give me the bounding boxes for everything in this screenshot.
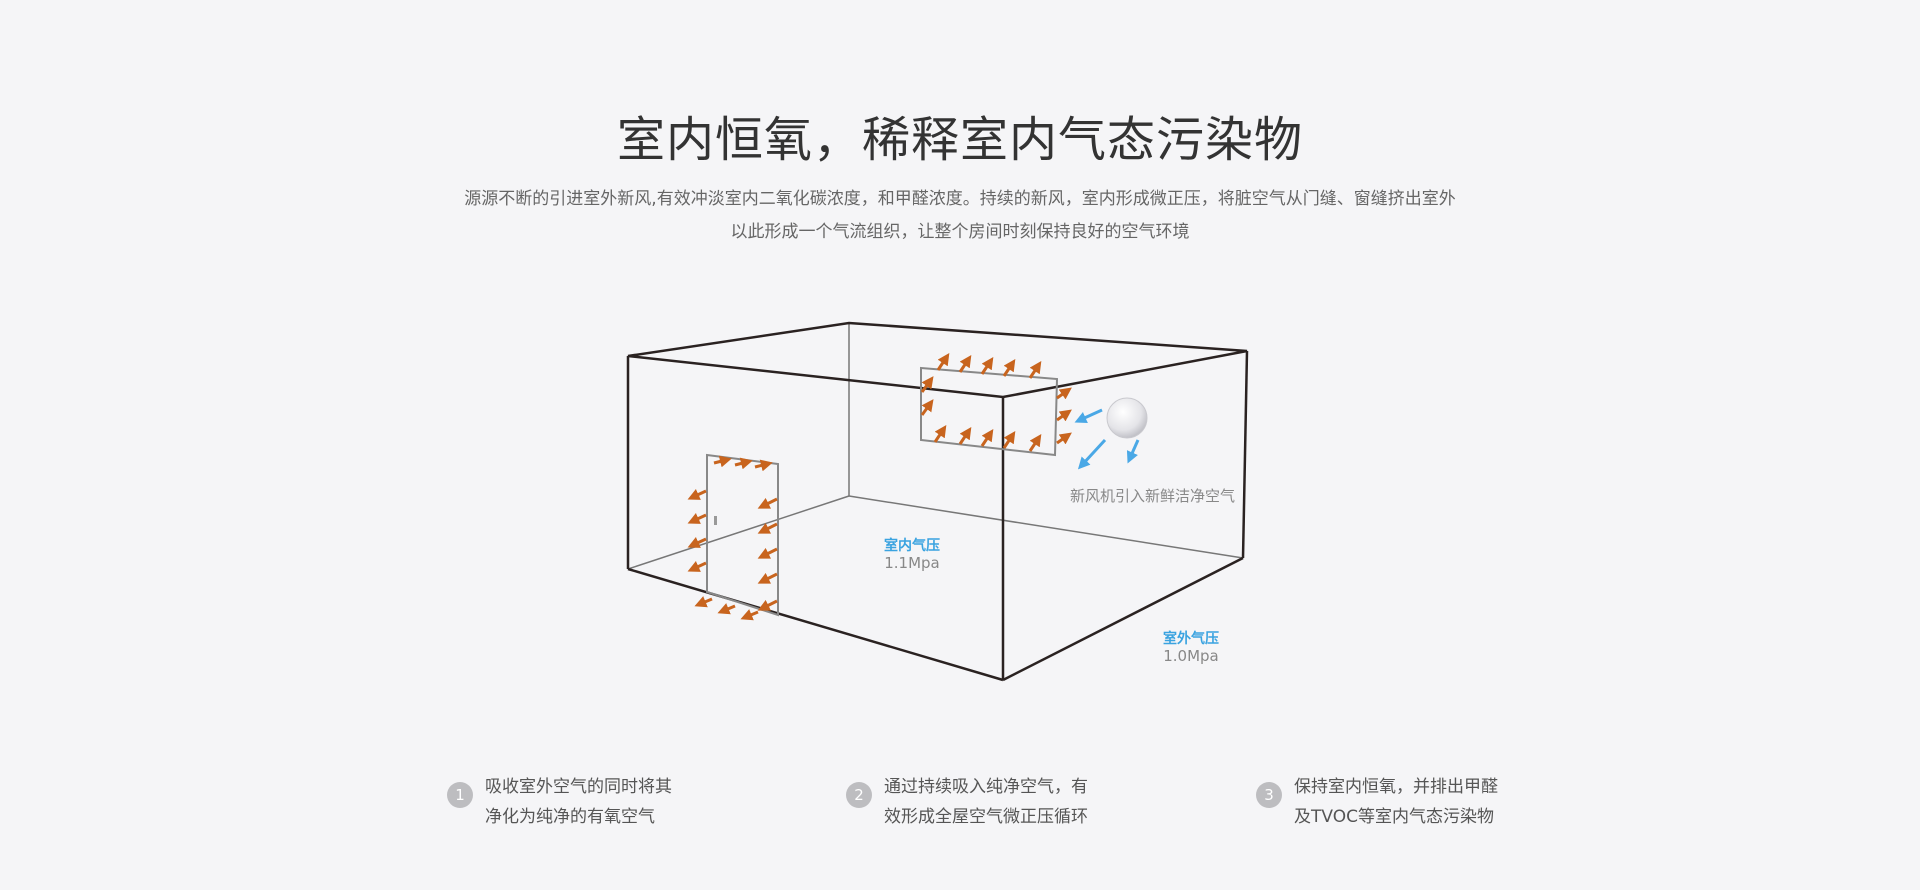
step-number: 1	[447, 782, 473, 808]
step-text-line: 吸收室外空气的同时将其	[485, 777, 672, 797]
step-3: 3 保持室内恒氧，并排出甲醛 及TVOC等室内气态污染物	[1256, 772, 1498, 832]
fresh-air-fan	[1106, 397, 1148, 439]
steps: 1 吸收室外空气的同时将其 净化为纯净的有氧空气 2 通过持续吸入纯净空气，有 …	[0, 772, 1920, 842]
step-number: 3	[1256, 782, 1282, 808]
indoor-pressure-value: 1.1Mpa	[884, 554, 940, 572]
room-back-edges	[627, 323, 1244, 570]
step-text-line: 保持室内恒氧，并排出甲醛	[1294, 777, 1498, 797]
step-2: 2 通过持续吸入纯净空气，有 效形成全屋空气微正压循环	[846, 772, 1088, 832]
step-text-line: 通过持续吸入纯净空气，有	[884, 777, 1088, 797]
description-line-2: 以此形成一个气流组织，让整个房间时刻保持良好的空气环境	[730, 222, 1190, 242]
fan-label: 新风机引入新鲜洁净空气	[1070, 487, 1235, 505]
page-title: 室内恒氧，稀释室内气态污染物	[616, 112, 1303, 168]
step-text: 保持室内恒氧，并排出甲醛 及TVOC等室内气态污染物	[1294, 772, 1498, 832]
room-airflow-diagram: 新风机引入新鲜洁净空气 室内气压 1.1Mpa 室外气压 1.0Mpa	[626, 321, 1249, 682]
inflow-arrows	[1074, 408, 1140, 470]
step-text-line: 净化为纯净的有氧空气	[485, 807, 655, 827]
step-text: 通过持续吸入纯净空气，有 效形成全屋空气微正压循环	[884, 772, 1088, 832]
outdoor-pressure-label: 室外气压	[1163, 630, 1219, 647]
step-text-line: 及TVOC等室内气态污染物	[1294, 807, 1494, 827]
step-text-line: 效形成全屋空气微正压循环	[884, 807, 1088, 827]
step-number: 2	[846, 782, 872, 808]
window	[920, 366, 1059, 457]
description-line-1: 源源不断的引进室外新风,有效冲淡室内二氧化碳浓度，和甲醛浓度。持续的新风，室内形…	[464, 189, 1456, 209]
indoor-pressure-label: 室内气压	[884, 537, 940, 554]
step-1: 1 吸收室外空气的同时将其 净化为纯净的有氧空气	[447, 772, 672, 832]
outdoor-pressure-value: 1.0Mpa	[1163, 647, 1219, 665]
door	[706, 453, 779, 617]
room-box	[626, 321, 1249, 682]
outflow-arrows	[687, 353, 1072, 621]
description: 源源不断的引进室外新风,有效冲淡室内二氧化碳浓度，和甲醛浓度。持续的新风，室内形…	[0, 183, 1920, 249]
step-text: 吸收室外空气的同时将其 净化为纯净的有氧空气	[485, 772, 672, 832]
